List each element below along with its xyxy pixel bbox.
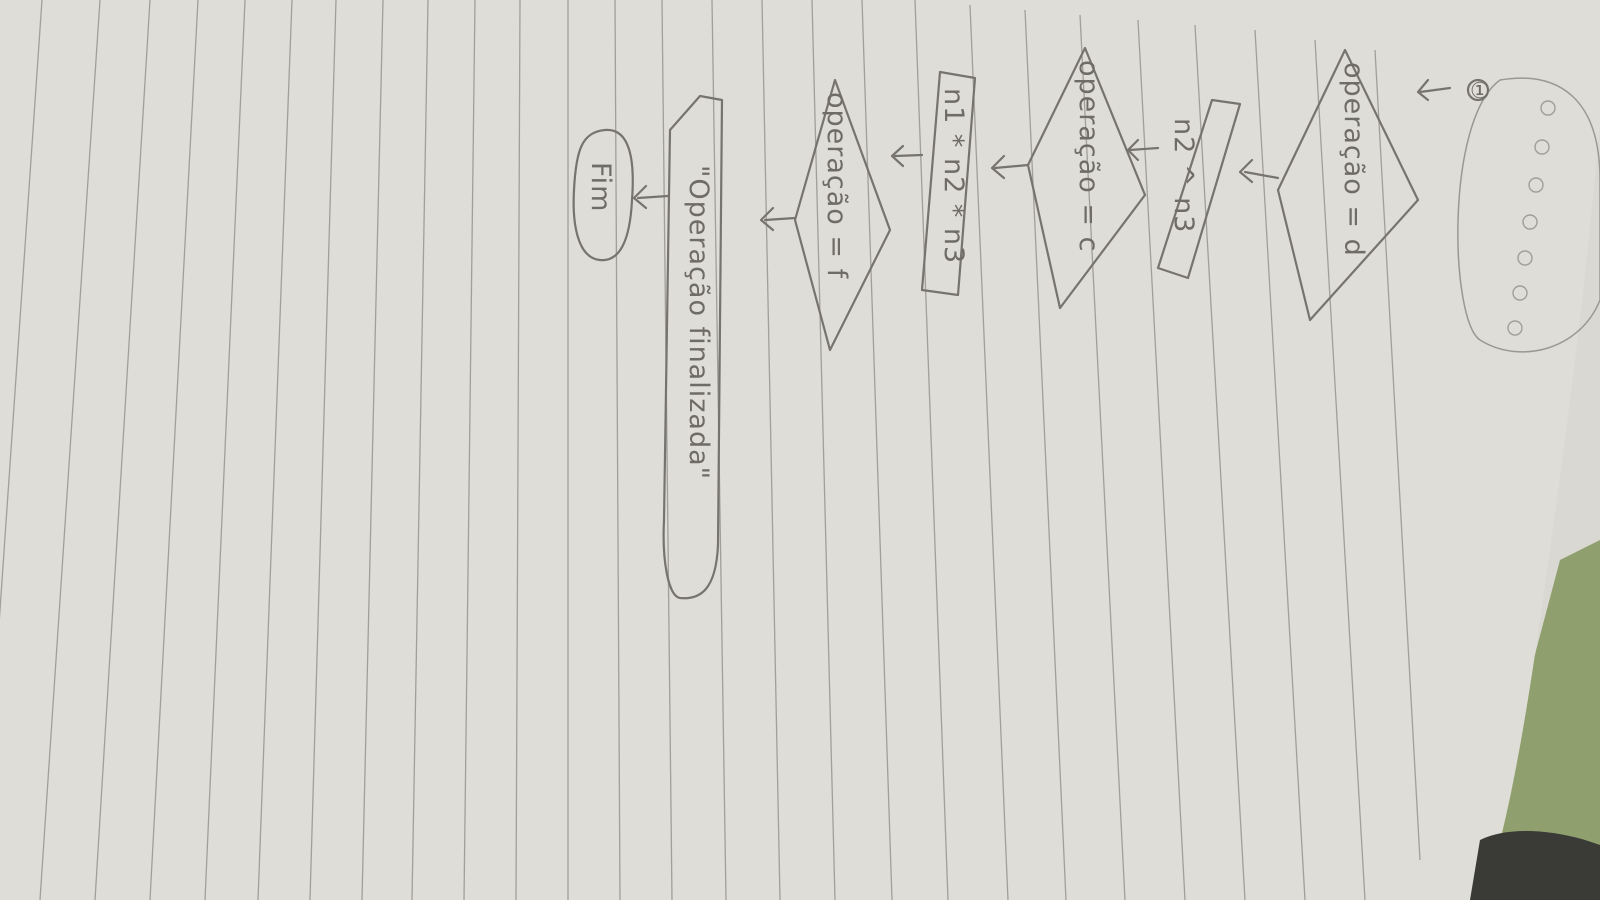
output-message-shape (662, 94, 724, 600)
output-power-shape (1156, 98, 1242, 280)
arrow-to-output-product (990, 154, 1030, 180)
page-marker: ① (1470, 79, 1490, 104)
page-header-circles (1457, 77, 1600, 353)
arrow-to-end (632, 184, 670, 210)
decision-d-shape (1276, 48, 1420, 322)
output-product-label: n1 * n2 * n3 (938, 88, 969, 264)
page-marker-circle (1466, 78, 1490, 102)
end-terminal-label: Fim (585, 162, 616, 212)
decision-f-shape (793, 78, 892, 352)
decision-c-shape (1026, 46, 1147, 310)
output-product-shape (920, 70, 977, 297)
decision-d-label: operação = d (1338, 62, 1369, 257)
arrow-to-output-power (1238, 158, 1280, 184)
arrow-into-decision-d (1416, 78, 1452, 102)
output-power-label: n2 ^ n3 (1168, 118, 1199, 233)
end-terminal-shape (572, 128, 634, 262)
arrow-to-decision-c (1126, 138, 1160, 162)
arrow-to-output-message (759, 206, 797, 232)
decision-f-label: operação = f (821, 92, 852, 280)
arrow-to-decision-f (890, 144, 924, 168)
output-message-label: "Operação finalizada" (683, 165, 714, 480)
background-object (1470, 830, 1600, 900)
decision-c-label: operação = c (1073, 60, 1104, 252)
